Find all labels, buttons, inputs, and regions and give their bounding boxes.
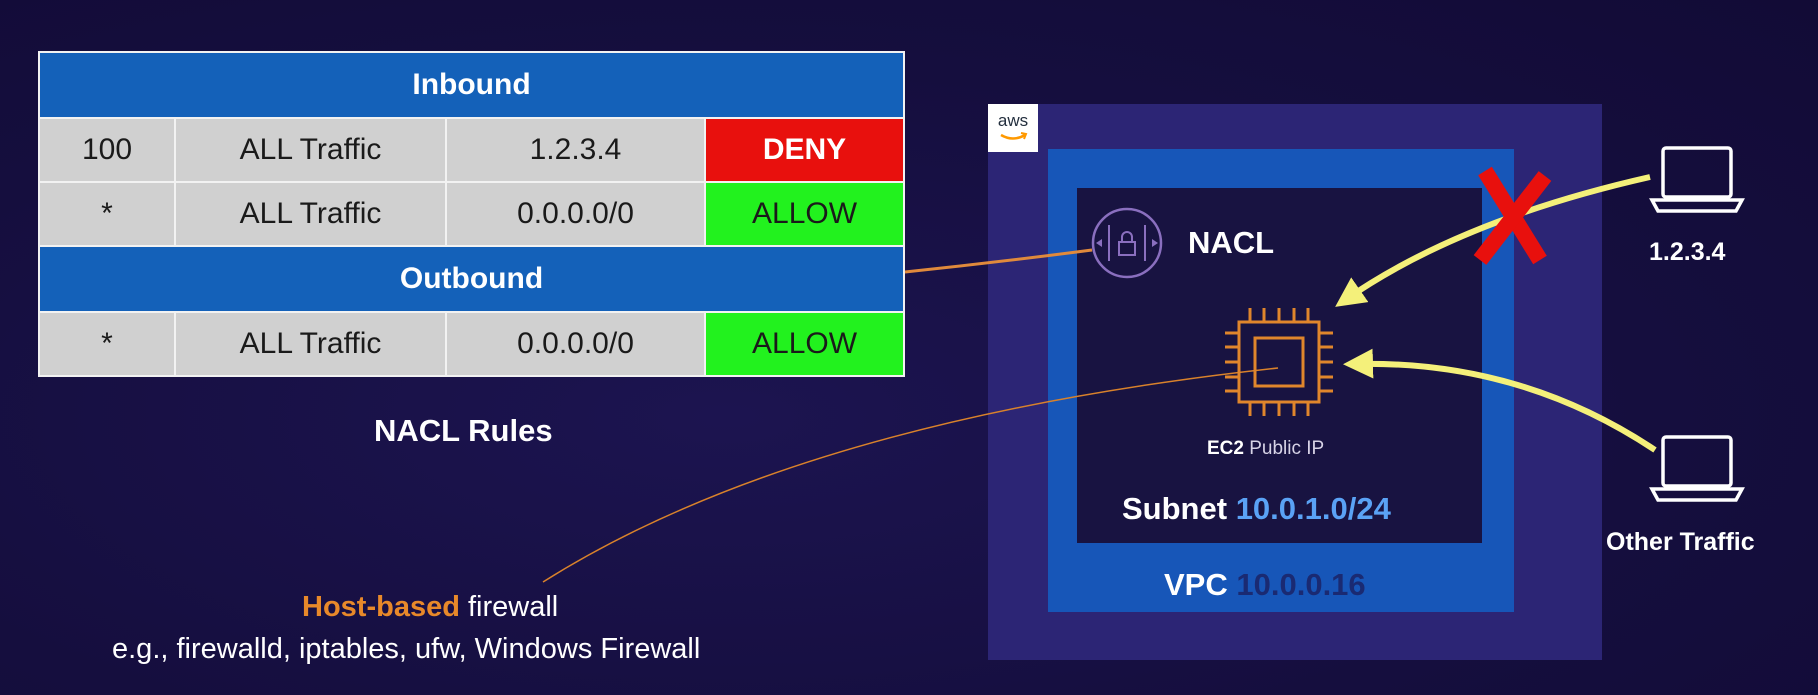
ec2-detail: Public IP [1249,438,1325,459]
subnet-cidr: 10.0.1.0/24 [1235,491,1391,526]
traffic-type-cell: ALL Traffic [174,181,447,247]
blocked-client-label: 1.2.3.4 [1649,238,1726,266]
rule-number-cell: * [38,181,176,247]
ec2-label: EC2 Public IP [1207,438,1324,460]
firewall-note-title: Host-based firewall [302,591,558,624]
subnet-label-text: Subnet [1122,491,1228,526]
blocked-x-icon [1473,166,1552,265]
nacl-label: NACL [1188,225,1275,260]
inbound-header: Inbound [37,51,906,119]
outbound-header: Outbound [37,245,906,313]
destination-cell: 0.0.0.0/0 [445,311,706,377]
host-firewall-connector-line [542,367,1279,583]
firewall-note-rest: firewall [459,591,559,623]
nacl-rules-table: Inbound 100 ALL Traffic 1.2.3.4 DENY * A… [37,51,906,377]
computer-icon [1649,146,1745,213]
source-cell: 0.0.0.0/0 [445,181,706,247]
table-caption: NACL Rules [374,413,553,448]
other-client-label: Other Traffic [1606,528,1755,556]
source-cell: 1.2.3.4 [445,117,706,183]
ec2-name: EC2 [1207,438,1244,459]
nacl-connector-line [904,248,1093,274]
rule-number-cell: 100 [38,117,176,183]
ec2-chip-icon [1225,308,1333,416]
aws-logo-text: aws [997,111,1029,130]
action-cell-allow: ALLOW [703,311,906,377]
table-row: * ALL Traffic 0.0.0.0/0 ALLOW [38,181,906,247]
nacl-icon [1091,207,1163,279]
vpc-label-text: VPC [1164,567,1228,602]
rule-number-cell: * [38,311,176,377]
traffic-type-cell: ALL Traffic [174,117,447,183]
firewall-examples: e.g., firewalld, iptables, ufw, Windows … [112,633,701,665]
action-cell-allow: ALLOW [703,181,906,247]
computer-icon [1649,435,1745,502]
allowed-traffic-arrow [1343,348,1657,453]
table-row: 100 ALL Traffic 1.2.3.4 DENY [38,117,906,183]
action-cell-deny: DENY [703,117,906,183]
table-row: * ALL Traffic 0.0.0.0/0 ALLOW [38,311,906,377]
blocked-traffic-arrow [1335,174,1651,307]
vpc-cidr: 10.0.0.16 [1236,567,1366,602]
aws-logo-icon: aws [988,104,1038,152]
inbound-header-row: Inbound [37,51,906,119]
outbound-header-row: Outbound [37,245,906,313]
subnet-label: Subnet 10.0.1.0/24 [1122,491,1391,527]
firewall-highlight: Host-based [302,591,460,623]
traffic-type-cell: ALL Traffic [174,311,447,377]
vpc-label: VPC 10.0.0.16 [1164,567,1366,603]
